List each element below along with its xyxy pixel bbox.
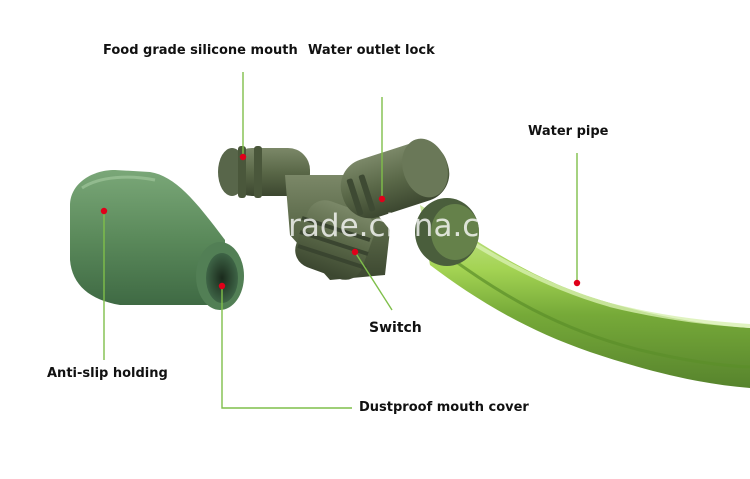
valve-body — [218, 138, 450, 280]
marker-dots — [100, 153, 581, 290]
label-dustproof-cover: Dustproof mouth cover — [359, 400, 529, 415]
label-water-outlet-lock: Water outlet lock — [308, 43, 435, 58]
dustproof-cover — [70, 170, 244, 310]
label-water-pipe: Water pipe — [528, 124, 609, 139]
label-food-grade-mouth: Food grade silicone mouth — [103, 43, 298, 58]
label-switch: Switch — [369, 320, 422, 336]
leader-lines — [103, 72, 578, 409]
watermark-text: trade.china.cn — [276, 208, 499, 244]
pipe-connector — [415, 198, 479, 266]
label-anti-slip-holding: Anti-slip holding — [47, 366, 168, 381]
